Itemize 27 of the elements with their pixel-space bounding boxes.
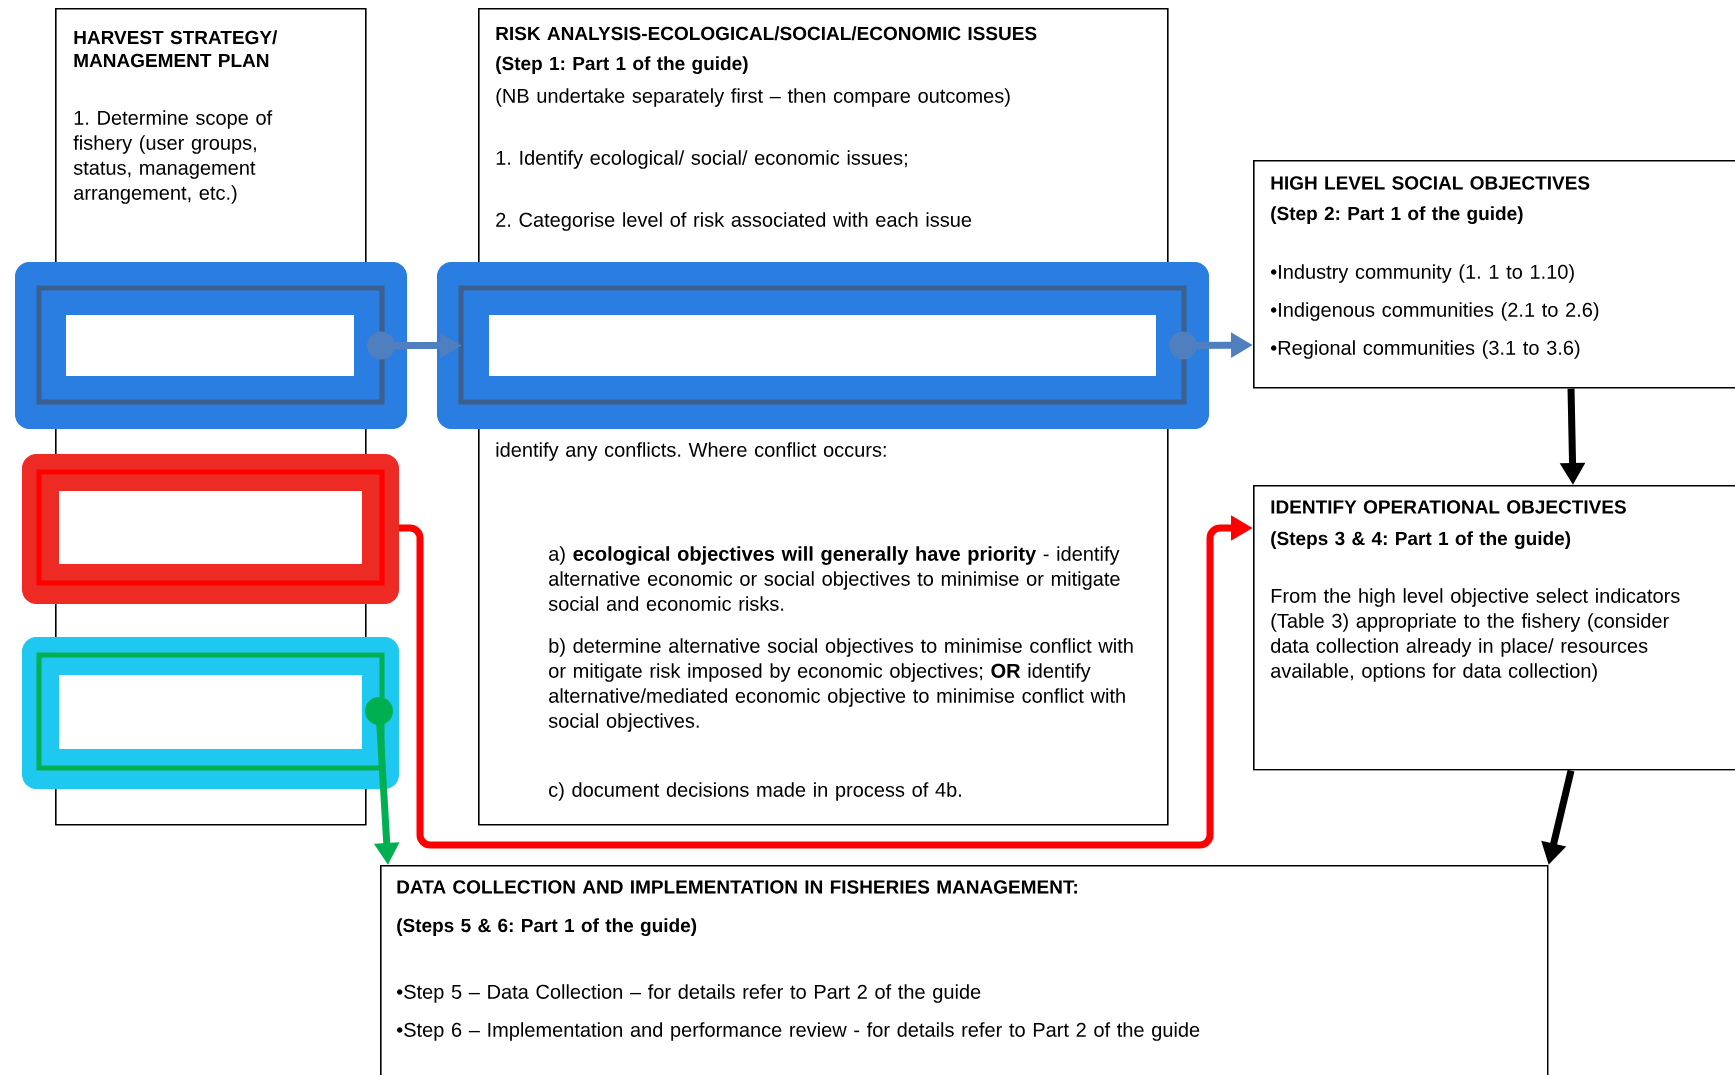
box-heading: (Step 1: Part 1 of the guide) (496, 56, 748, 74)
highlight-box (22, 637, 399, 789)
box-heading: IDENTIFY OPERATIONAL OBJECTIVES (1271, 500, 1626, 514)
highlight-box (15, 262, 407, 429)
highlight-box (437, 262, 1209, 429)
body-text: From the high level objective select indicators (Table 3) appropriate to the fishery (consider data collection already in place/ resources available, options for data collection) (1271, 588, 1680, 682)
body-text: 1. Identify ecological/ social/ economic issues; (496, 150, 907, 169)
highlight-box (22, 454, 399, 604)
bullet-item: •Industry community (1. 1 to 1.10) (1271, 264, 1574, 283)
box-heading: HARVEST STRATEGY/ MANAGEMENT PLAN (74, 30, 278, 68)
box-heading: HIGH LEVEL SOCIAL OBJECTIVES (1271, 176, 1590, 190)
bullet-item: •Indigenous communities (2.1 to 2.6) (1271, 302, 1599, 321)
body-text: c) document decisions made in process of 4b. (549, 782, 961, 801)
body-text: 1. Determine scope of fishery (user groups, status, management arrangement, etc.) (73, 110, 273, 204)
body-text: b) determine alternative social objectives to minimise conflict with or mitigate risk imposed by economic objectives; OR identify alternative/mediated economic objective to minimise conflict with social objectives. (548, 638, 1133, 732)
box-heading: RISK ANALYSIS-ECOLOGICAL/SOCIAL/ECONOMIC ISSUES (496, 26, 1037, 41)
body-text: (NB undertake separately first – then compare outcomes) (496, 88, 1010, 107)
body-text: identify any conflicts. Where conflict occurs: (496, 442, 886, 461)
box-heading: (Steps 3 & 4: Part 1 of the guide) (1271, 531, 1571, 549)
body-text: 2. Categorise level of risk associated with each issue (496, 212, 972, 231)
bullet-item: •Step 6 – Implementation and performance review - for details refer to Part 2 of the guide (397, 1022, 1200, 1041)
body-text: a) ecological objectives will generally have priority - identify alternative economic or social objectives to minimise or mitigate social and economic risks. (548, 546, 1120, 611)
bullet-item: •Regional communities (3.1 to 3.6) (1271, 340, 1580, 359)
bullet-item: •Step 5 – Data Collection – for details refer to Part 2 of the guide (397, 984, 981, 1003)
box-heading: (Step 2: Part 1 of the guide) (1271, 206, 1523, 224)
box-heading: DATA COLLECTION AND IMPLEMENTATION IN FISHERIES MANAGEMENT: (397, 880, 1077, 894)
box-heading: (Steps 5 & 6: Part 1 of the guide) (397, 918, 697, 936)
